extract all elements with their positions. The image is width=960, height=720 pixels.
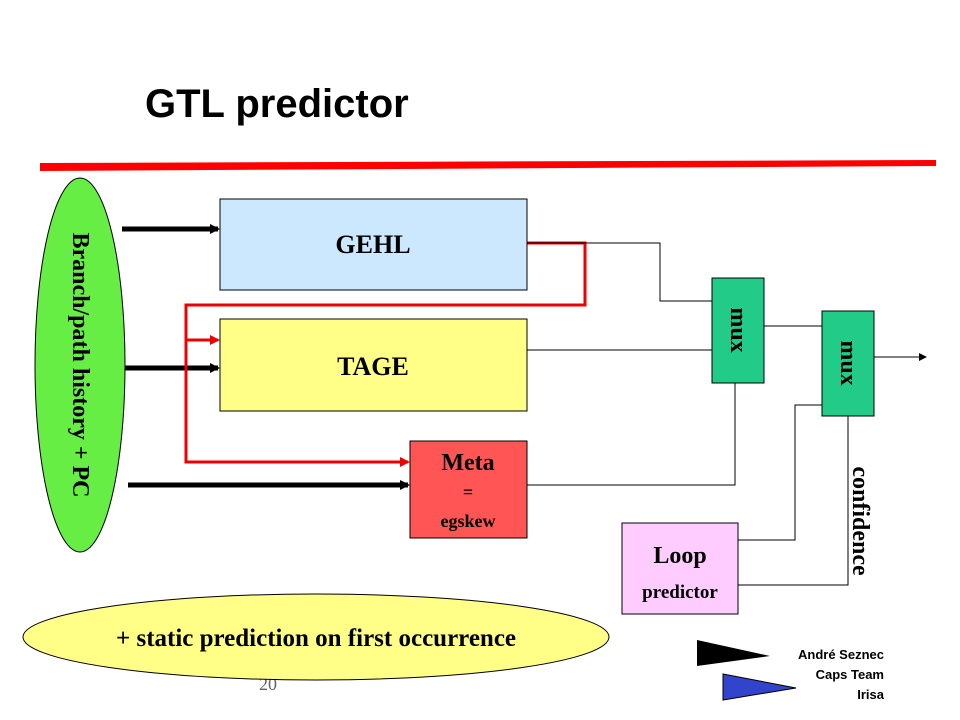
tage-label: TAGE [337, 352, 409, 381]
footer-author: André Seznec [798, 647, 884, 662]
logo-blue-flag [722, 673, 797, 701]
meta-box: Meta = egskew [409, 440, 528, 539]
loop-title: Loop [653, 543, 706, 569]
confidence-label: confidence [847, 466, 873, 576]
footer-team: Caps Team [816, 667, 884, 682]
footer-org: Irisa [857, 687, 885, 702]
mux2-box: mux [821, 310, 875, 417]
history-ellipse: Branch/path history + PC [34, 177, 126, 553]
loop-confidence-wire [738, 416, 849, 586]
title-rule [40, 160, 936, 171]
static-prediction-label: + static prediction on first occurrence [116, 625, 516, 652]
history-label: Branch/path history + PC [67, 232, 93, 497]
gehl-to-mux1-wire [527, 242, 712, 302]
loop-to-mux2-wire [738, 404, 822, 541]
slide-title: GTL predictor [145, 82, 409, 126]
static-prediction-ellipse: + static prediction on first occurrence [22, 593, 610, 681]
loop-sub: predictor [642, 582, 718, 603]
tage-box: TAGE [219, 318, 528, 412]
loop-predictor-box: Loop predictor [621, 522, 739, 615]
gehl-label: GEHL [335, 230, 410, 259]
mux1-label: mux [725, 307, 751, 352]
mux1-box: mux [711, 277, 765, 384]
gehl-box: GEHL [219, 198, 528, 291]
logo-black-flag [697, 640, 770, 666]
meta-title: Meta [441, 450, 494, 476]
meta-to-mux1-wire [527, 383, 736, 486]
mux2-label: mux [835, 340, 861, 385]
meta-eq: = [463, 482, 473, 502]
meta-sub: egskew [441, 511, 496, 531]
